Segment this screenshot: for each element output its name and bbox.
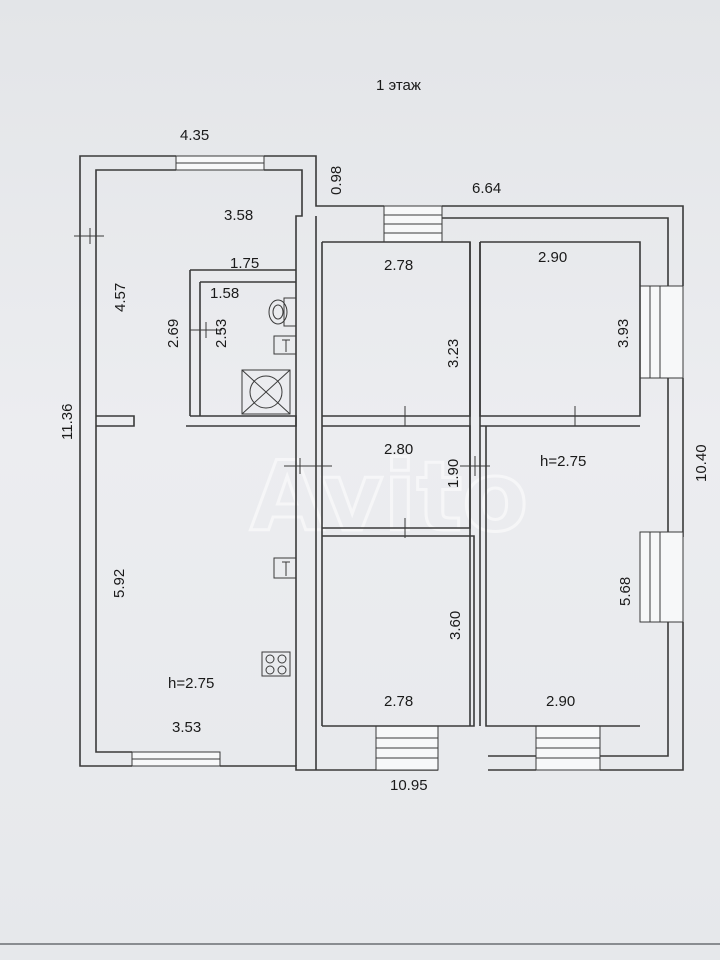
dim-top-left-width: 4.35: [180, 127, 209, 144]
dim-room2-width: 2.90: [538, 249, 567, 266]
dim-hall-height: 1.90: [445, 459, 462, 488]
dim-right-height: 10.40: [693, 444, 710, 482]
dim-room1-width: 2.78: [384, 257, 413, 274]
dim-room4-width: 2.90: [546, 693, 575, 710]
ceiling-height-right: h=2.75: [540, 453, 586, 470]
dim-hall-width: 2.80: [384, 441, 413, 458]
dim-left-lower-height: 5.92: [111, 569, 128, 598]
sink-icon: [273, 335, 297, 355]
dim-bath-outer-height: 2.69: [165, 319, 182, 348]
dim-room4-height: 5.68: [617, 577, 634, 606]
dim-kitchen-width-top: 3.58: [224, 207, 253, 224]
dimension-labels: 4.35 0.98 6.64 3.58 1.75 1.58 4.57 2.69 …: [59, 127, 710, 794]
door-marks: [74, 228, 590, 538]
dim-left-upper-height: 4.57: [112, 283, 129, 312]
sink-kitchen-icon: [273, 557, 297, 579]
dim-bath-inner-width: 1.58: [210, 285, 239, 302]
dim-room1-height: 3.23: [445, 339, 462, 368]
boiler-icon: [241, 369, 291, 415]
interior-walls: [96, 216, 641, 770]
plan-title: 1 этаж: [376, 77, 421, 94]
dim-room3-height: 3.60: [447, 611, 464, 640]
dim-kitchen-width-bottom: 3.53: [172, 719, 201, 736]
toilet-icon: [268, 297, 297, 327]
ceiling-height-left: h=2.75: [168, 675, 214, 692]
dim-bottom-width: 10.95: [390, 777, 428, 794]
dim-bath-inner-height: 2.53: [213, 319, 230, 348]
dim-room3-width: 2.78: [384, 693, 413, 710]
dim-wall-offset: 0.98: [328, 166, 345, 195]
dim-bath-outer-width: 1.75: [230, 255, 259, 272]
dim-top-right-width: 6.64: [472, 180, 501, 197]
windows: [131, 155, 684, 771]
window-right-upper: [639, 285, 684, 379]
dim-room2-height: 3.93: [615, 319, 632, 348]
dim-left-height: 11.36: [59, 404, 76, 440]
window-right-lower: [639, 531, 684, 623]
stove-icon: [261, 651, 291, 677]
